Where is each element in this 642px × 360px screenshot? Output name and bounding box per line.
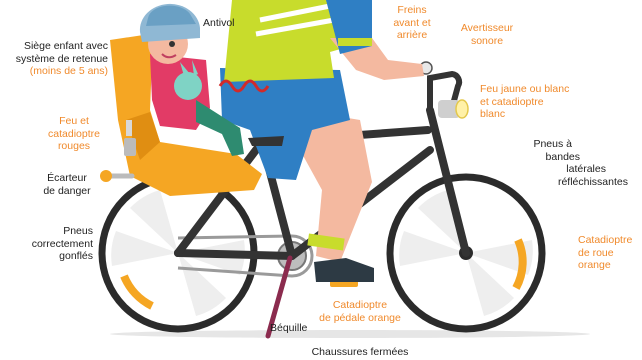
- label-chaussures: Chaussures fermées: [300, 346, 420, 359]
- label-freins: Freins avant et arrière: [384, 4, 440, 42]
- closed-shoe: [314, 258, 374, 282]
- danger-deflector: [100, 170, 132, 182]
- label-catadioptre-roue: Catadioptre de roue orange: [578, 234, 632, 272]
- label-siege-enfant: Siège enfant avec système de retenue (mo…: [16, 40, 108, 78]
- label-pneus-bandes: Pneus à bandes latérales réfléchissantes: [533, 138, 628, 188]
- label-siege-line2: système de retenue: [16, 53, 108, 66]
- label-ecarteur: Écarteur de danger: [34, 172, 100, 197]
- label-feu-rouge: Feu et catadioptre rouges: [36, 115, 112, 153]
- label-bequille: Béquille: [270, 322, 307, 335]
- label-pneus-gonfles: Pneus correctement gonflés: [32, 225, 93, 263]
- front-light: [438, 100, 468, 118]
- label-avertisseur: Avertisseur sonore: [452, 22, 522, 47]
- label-catadioptre-pedale: Catadioptre de pédale orange: [306, 299, 414, 324]
- label-siege-line3: (moins de 5 ans): [16, 65, 108, 78]
- label-siege-line1: Siège enfant avec: [16, 40, 108, 53]
- stuffed-rabbit: [174, 72, 202, 100]
- label-antivol: Antivol: [203, 17, 235, 30]
- label-feu-jaune: Feu jaune ou blanc et catadioptre blanc: [480, 83, 569, 121]
